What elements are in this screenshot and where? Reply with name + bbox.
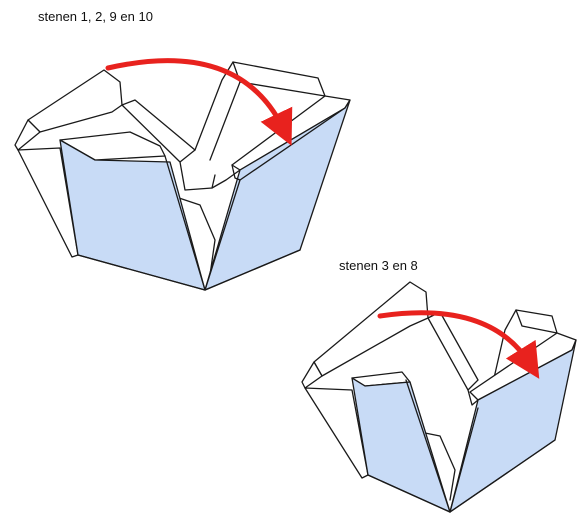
bottom-edge-top bbox=[77, 249, 301, 291]
back-plank-bottom bbox=[427, 311, 479, 391]
front-left-edge-top bbox=[164, 155, 206, 291]
front-right-edge-bottom bbox=[449, 407, 479, 513]
rotation-arrow-top bbox=[105, 58, 293, 146]
bottom-edge-bottom bbox=[367, 439, 556, 513]
right-tab-top bbox=[232, 61, 326, 97]
stone-block-top bbox=[14, 61, 351, 291]
front-right-edge-top bbox=[204, 179, 241, 291]
right-tab-inner-top bbox=[209, 81, 241, 161]
inner-step-top bbox=[179, 161, 216, 191]
back-rim-bottom bbox=[313, 281, 429, 377]
divider-top bbox=[231, 107, 346, 181]
label-stones-1-2-9-10: stenen 1, 2, 9 en 10 bbox=[38, 9, 153, 24]
front-left-face-top bbox=[59, 139, 206, 291]
label-stones-3-8: stenen 3 en 8 bbox=[339, 258, 418, 273]
rotation-arrow-bottom bbox=[377, 310, 540, 379]
inner-step-2-top bbox=[211, 169, 241, 189]
front-right-face-top bbox=[204, 99, 351, 291]
right-tab-bottom bbox=[515, 309, 558, 334]
front-left-edge-bottom bbox=[405, 379, 451, 513]
front-left-face-bottom bbox=[351, 377, 451, 513]
back-rim-top bbox=[27, 69, 123, 133]
stone-block-bottom bbox=[301, 281, 577, 513]
right-tab-edge-top bbox=[194, 61, 234, 151]
right-tab-edge-bottom bbox=[493, 309, 517, 379]
inner-groove-top bbox=[175, 196, 216, 276]
inner-step-bottom bbox=[467, 389, 479, 406]
